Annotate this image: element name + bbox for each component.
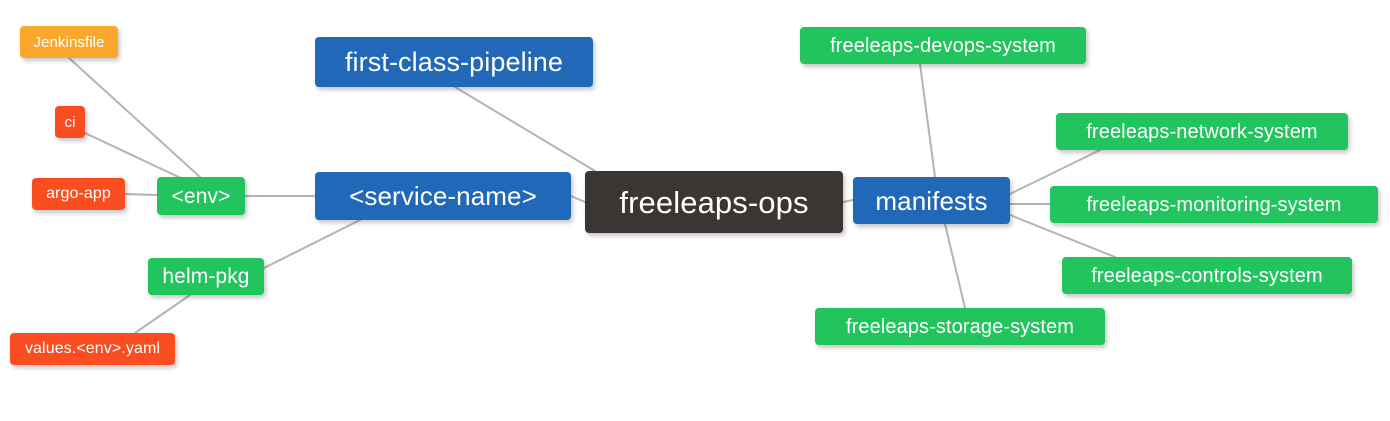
edge-freeleaps-ops-to-service-name — [570, 195, 586, 203]
edge-env-to-jenkinsfile — [68, 57, 201, 178]
node-env[interactable]: <env> — [157, 177, 245, 215]
node-first-class-pipeline[interactable]: first-class-pipeline — [315, 37, 593, 87]
node-freeleaps-monitoring-system[interactable]: freeleaps-monitoring-system — [1050, 186, 1378, 223]
node-freeleaps-controls-system[interactable]: freeleaps-controls-system — [1062, 257, 1352, 294]
node-values-env-yaml[interactable]: values.<env>.yaml — [10, 333, 175, 365]
edge-env-to-argo-app — [124, 193, 158, 196]
node-argo-app[interactable]: argo-app — [32, 178, 125, 210]
edge-helm-pkg-to-values-env-yaml — [134, 294, 191, 334]
node-helm-pkg[interactable]: helm-pkg — [148, 258, 264, 295]
edge-manifests-to-freeleaps-devops-system — [919, 63, 936, 178]
edge-service-name-to-helm-pkg — [263, 219, 361, 269]
edge-manifests-to-freeleaps-storage-system — [944, 223, 966, 309]
edge-manifests-to-freeleaps-controls-system — [1009, 214, 1116, 258]
node-jenkinsfile[interactable]: Jenkinsfile — [20, 26, 118, 58]
node-freeleaps-network-system[interactable]: freeleaps-network-system — [1056, 113, 1348, 150]
edge-manifests-to-freeleaps-network-system — [1009, 149, 1101, 195]
node-freeleaps-ops[interactable]: freeleaps-ops — [585, 171, 843, 233]
node-manifests[interactable]: manifests — [853, 177, 1010, 224]
node-service-name[interactable]: <service-name> — [315, 172, 571, 220]
node-freeleaps-storage-system[interactable]: freeleaps-storage-system — [815, 308, 1105, 345]
node-ci[interactable]: ci — [55, 106, 85, 138]
edge-freeleaps-ops-to-manifests — [842, 199, 854, 203]
node-freeleaps-devops-system[interactable]: freeleaps-devops-system — [800, 27, 1086, 64]
edge-env-to-ci — [84, 132, 186, 181]
edge-freeleaps-ops-to-first-class-pipeline — [454, 86, 596, 172]
